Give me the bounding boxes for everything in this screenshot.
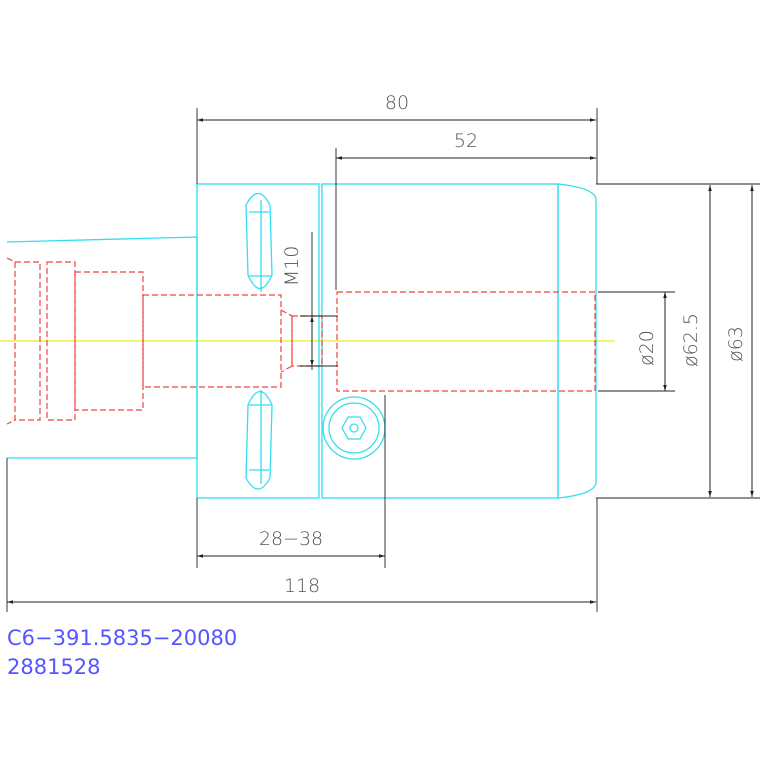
hex-socket-icon: [341, 416, 367, 440]
dim-52-label: 52: [454, 130, 478, 152]
dimension-lines: [6, 108, 760, 612]
dim-d63-label: ø63: [725, 326, 747, 362]
clamp-screw-inner-icon: [328, 402, 380, 454]
dim-118-label: 118: [284, 575, 320, 597]
shank-taper-hidden: [6, 257, 16, 425]
tool-outline: [6, 183, 597, 499]
dim-2838-label: 28−38: [259, 528, 323, 550]
shank-bore-2: [46, 261, 76, 421]
hidden-features: [6, 257, 596, 425]
coupling-block: [196, 183, 320, 499]
dim-80-label: 80: [385, 92, 409, 114]
coupling-bore: [142, 294, 282, 388]
pilot-bore-d20: [336, 291, 596, 392]
drawing-area: [0, 92, 767, 682]
dim-d20-label: ø20: [636, 330, 658, 366]
lower-drive-key: [245, 390, 273, 490]
dim-m10-label: M10: [281, 246, 303, 287]
shank-bore-1: [15, 261, 41, 421]
nose-chamfer: [557, 183, 597, 499]
dim-d625-label: ø62.5: [680, 313, 702, 367]
screw-center-icon: [349, 423, 359, 433]
part-number: 2881528: [7, 655, 101, 679]
part-code: C6−391.5835−20080: [7, 626, 237, 650]
upper-drive-key: [245, 192, 273, 290]
